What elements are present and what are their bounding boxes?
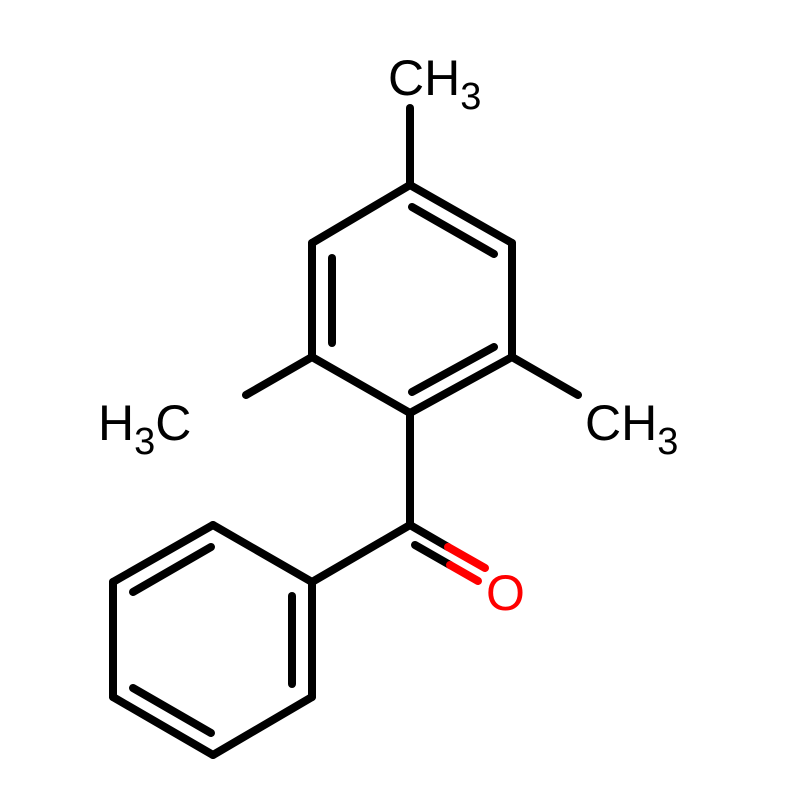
carbonyl xyxy=(308,409,489,586)
phenyl-ring xyxy=(109,521,316,759)
methyl-right-label: CH3 xyxy=(585,395,678,463)
methyl-left-label: H3C xyxy=(98,395,191,463)
methyl-bonds xyxy=(242,104,582,399)
methyl-top-label: CH3 xyxy=(388,50,481,118)
oxygen-label: O xyxy=(486,565,525,621)
mesityl-ring xyxy=(308,181,516,417)
